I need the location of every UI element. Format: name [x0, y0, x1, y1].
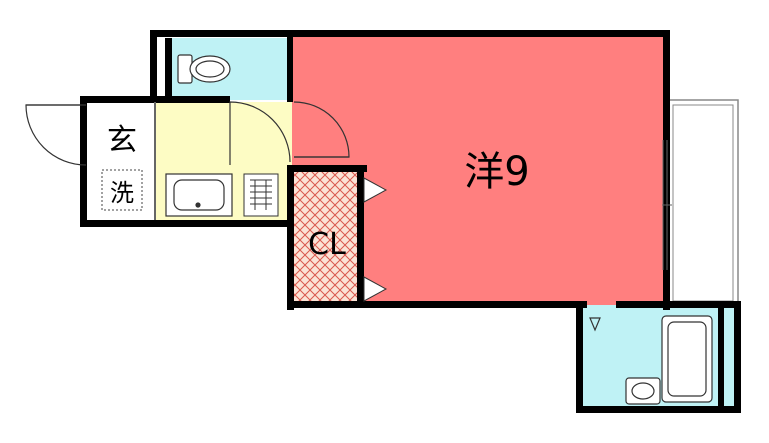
entrance-partition — [154, 102, 156, 220]
toilet-icon — [177, 54, 231, 84]
closet-label: CL — [308, 227, 346, 262]
closet — [292, 170, 362, 304]
door-swing-icon — [25, 101, 601, 332]
walls — [80, 30, 741, 413]
entrance-label: 玄 — [107, 123, 137, 158]
stove-icon — [243, 173, 279, 217]
bathtub-icon — [661, 315, 713, 403]
window — [662, 140, 672, 270]
washer-label: 洗 — [110, 179, 134, 207]
balcony — [667, 99, 739, 307]
sink-icon — [165, 173, 233, 217]
washbasin-icon — [625, 377, 661, 405]
western-room-label: 洋9 — [464, 149, 529, 195]
closet-door-marks — [363, 177, 388, 302]
washer-space — [101, 169, 143, 211]
